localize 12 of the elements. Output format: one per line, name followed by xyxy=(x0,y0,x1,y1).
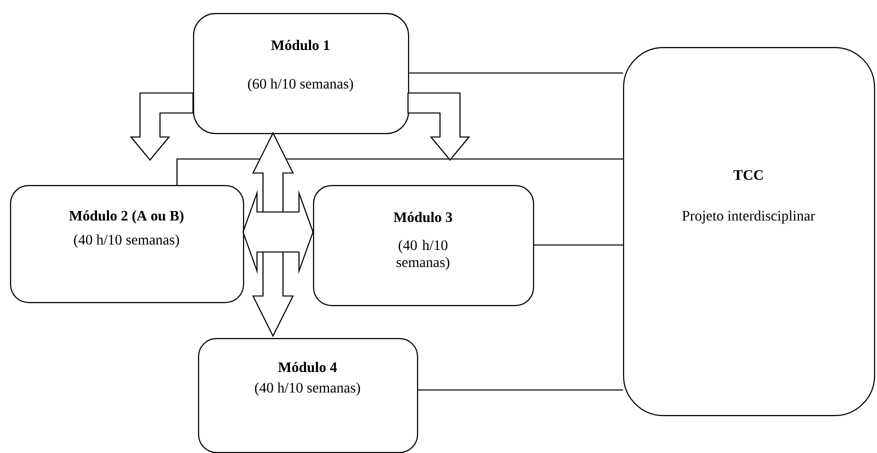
double-block-arrow xyxy=(242,190,314,274)
connector-line xyxy=(417,389,623,391)
connector-line xyxy=(408,72,623,74)
block-arrow xyxy=(407,92,470,161)
module-box: Módulo 4 (40 h/10 semanas) xyxy=(198,338,418,453)
block-arrow xyxy=(130,92,194,161)
module-box: Módulo 1 (60 h/10 semanas) xyxy=(193,13,410,134)
connector-line xyxy=(533,244,623,246)
connector-line xyxy=(176,158,623,185)
module-box: TCC Projeto interdisciplinar xyxy=(623,47,876,416)
module-box: Módulo 3 (40 h/10 semanas) xyxy=(313,185,534,306)
module-box: Módulo 2 (A ou B) (40 h/10 semanas) xyxy=(10,185,244,304)
